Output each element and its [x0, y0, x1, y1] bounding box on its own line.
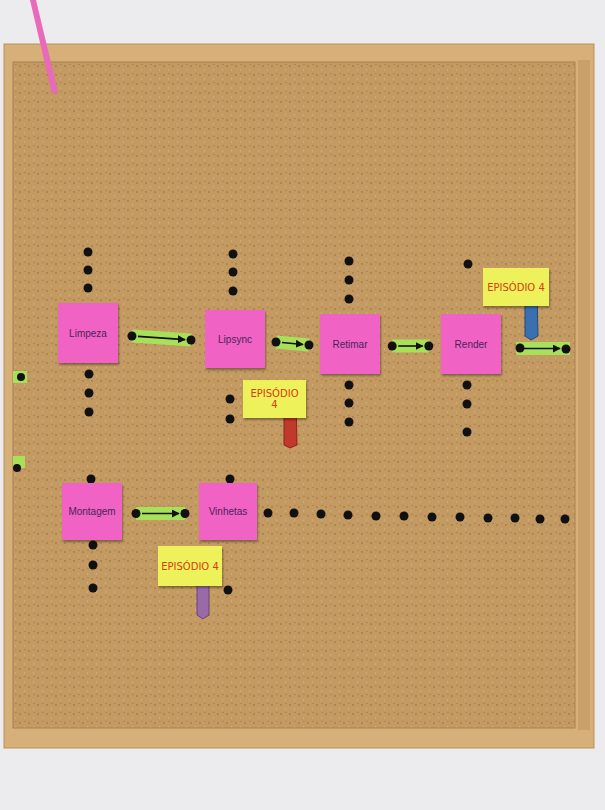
episode-label: EPISÓDIO 4 — [487, 282, 545, 293]
green-tape — [132, 336, 191, 340]
tape-arrow — [132, 509, 190, 518]
pin-dot — [132, 509, 141, 518]
arrow-line — [398, 345, 423, 347]
stage-note: Retimar — [320, 314, 380, 374]
episode-tag: EPISÓDIO 4 — [243, 380, 306, 418]
green-tape — [276, 342, 309, 345]
stage-note: Vinhetas — [199, 483, 257, 540]
stage-name: Lipsync — [218, 334, 252, 345]
tape-arrow — [127, 331, 195, 344]
stage-name: Vinhetas — [209, 506, 248, 517]
stage-name: Montagem — [68, 506, 115, 517]
frame-side — [578, 60, 590, 730]
pin-dot — [187, 336, 196, 345]
arrow-line — [282, 343, 303, 345]
stage-name: Retimar — [332, 339, 367, 350]
pin-dot — [424, 342, 433, 351]
pin-dot — [181, 509, 190, 518]
tape-arrow — [388, 342, 434, 351]
stage-note: Render — [441, 314, 501, 374]
pink-pen — [30, 0, 58, 94]
cork-surface — [13, 62, 575, 728]
stage-note: Limpeza — [58, 303, 118, 363]
green-tape — [136, 507, 185, 520]
arrow-line — [138, 336, 185, 339]
tape-arrow — [272, 338, 314, 350]
stage-name: Render — [455, 339, 488, 350]
pin-dot — [127, 331, 136, 340]
episode-tag: EPISÓDIO 4 — [483, 268, 549, 306]
arrow-line — [142, 513, 179, 515]
stage-name: Limpeza — [69, 328, 107, 339]
board-frame — [4, 44, 594, 748]
episode-tag: EPISÓDIO 4 — [158, 546, 222, 586]
pin-dot — [388, 342, 397, 351]
episode-label: EPISÓDIO 4 — [161, 561, 219, 572]
green-tape — [392, 340, 429, 353]
stage-note: Montagem — [62, 483, 122, 540]
pin-dot — [305, 341, 314, 350]
stage-note: Lipsync — [205, 310, 265, 368]
pin-dots — [84, 248, 570, 595]
push-pins — [30, 0, 538, 619]
episode-label: EPISÓDIO 4 — [246, 388, 303, 410]
pin-dot — [272, 338, 281, 347]
